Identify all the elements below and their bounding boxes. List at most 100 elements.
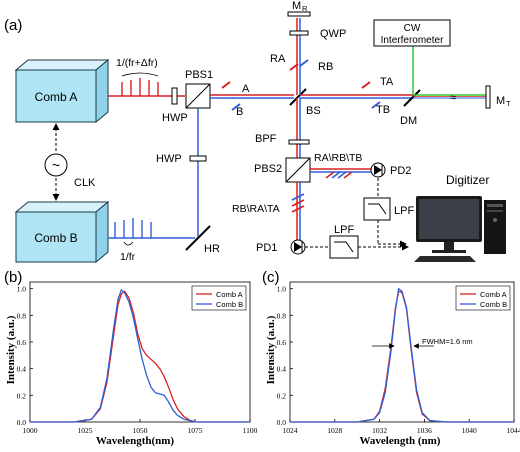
chart-c-ytick-label: 1.0	[277, 285, 287, 294]
chart-c-xlabel: Wavelength (nm)	[360, 435, 441, 447]
comb-a-pulses	[121, 78, 159, 96]
chart-c-label: (c)	[262, 269, 280, 286]
pd1-label: PD1	[256, 242, 277, 254]
b-label: B	[236, 106, 243, 118]
rb-label: RB	[318, 61, 333, 73]
period-b-label: 1/fr	[120, 251, 136, 263]
chart-b-legend	[191, 285, 247, 311]
hwp-left-label: HWP	[156, 153, 182, 165]
dm-label: DM	[400, 115, 417, 127]
pbs1-label: PBS1	[185, 69, 213, 81]
ra-label: RA	[270, 53, 286, 65]
chart-b-xtick-label: 1000	[23, 426, 38, 435]
cw-interferometer	[373, 19, 451, 47]
chart-c-ytick-label: 0.2	[277, 391, 287, 400]
qwp-label: QWP	[320, 28, 346, 40]
a-label: A	[242, 83, 250, 95]
chart-b-xtick-label: 1100	[243, 426, 258, 435]
lpf2: LPF	[363, 197, 414, 221]
chart-c-xtick-label: 1032	[372, 426, 387, 435]
chart-b-series-comb-a	[30, 290, 250, 423]
tb-label: TB	[376, 104, 390, 116]
chart-c-xtick-label: 1028	[327, 426, 342, 435]
cw-label-1: CW	[404, 23, 421, 34]
comb-a-label: Comb A	[35, 90, 78, 104]
dm	[403, 89, 421, 107]
mr-label: M	[292, 0, 301, 12]
ta-label: TA	[380, 76, 394, 88]
mt-label: M	[496, 95, 505, 107]
bpf	[288, 139, 310, 145]
chart-c-legend-entry: Comb B	[480, 300, 507, 309]
chart-c-ylabel: Intensity (a.u.)	[265, 315, 277, 384]
chart-c: (c) Intensity (a.u.) Wavelength (nm) 102…	[262, 269, 520, 447]
hwp-left	[189, 155, 207, 162]
chart-b-xtick-label: 1025	[78, 426, 93, 435]
chart-b-xtick-label: 1050	[133, 426, 148, 435]
chart-c-legend	[455, 285, 511, 311]
chart-c-legend-entry: Comb A	[480, 290, 507, 299]
hwp-top	[171, 87, 178, 105]
chart-c-xtick-label: 1044	[507, 426, 520, 435]
out-left-label: RB\RA\TA	[232, 203, 280, 215]
digitizer-computer: Digitizer	[414, 173, 506, 262]
chart-b-ytick-label: 0.4	[17, 365, 27, 374]
qwp	[289, 30, 309, 36]
mr-sub: R	[302, 4, 308, 13]
chart-b-ytick-label: 0.2	[17, 391, 27, 400]
pbs1: PBS1	[185, 69, 213, 109]
chart-b-legend-entry: Comb B	[216, 300, 243, 309]
panel-a: (a) Comb A Comb B ~ CLK	[4, 0, 511, 264]
chart-c-series-comb-b	[290, 287, 514, 423]
chart-b-ytick-label: 0.8	[17, 311, 27, 320]
cw-label-2: Interferometer	[381, 35, 444, 46]
clk: ~ CLK	[44, 123, 96, 201]
chart-c-ytick-label: 0.8	[277, 311, 287, 320]
chart-c-xtick-label: 1024	[283, 426, 298, 435]
mr-mirror	[287, 11, 311, 17]
bs	[289, 88, 307, 106]
chart-b-ylabel: Intensity (a.u.)	[5, 315, 17, 384]
chart-b-axes: 1000 1025 1050 1075 1100 0.0 0.2 0.4 0.6 0.8 1.0Co…	[17, 281, 258, 435]
fwhm-annotation: FWHM=1.6 nm	[422, 337, 473, 346]
pd2: PD2	[370, 162, 411, 178]
svg-text:~: ~	[52, 157, 60, 173]
pbs2: PBS2	[254, 157, 311, 183]
chart-c-frame	[289, 281, 515, 423]
period-a-label: 1/(fr+Δfr)	[116, 57, 158, 69]
lpf1: LPF	[329, 224, 359, 259]
chart-b-ytick-label: 1.0	[17, 285, 27, 294]
mt-mirror	[485, 85, 491, 109]
hwp-top-label: HWP	[162, 112, 188, 124]
chart-c-ytick-label: 0.4	[277, 365, 287, 374]
pd2-label: PD2	[390, 165, 411, 177]
panel-a-label: (a)	[4, 17, 22, 34]
hr-label: HR	[204, 243, 220, 255]
hr-mirror	[185, 225, 211, 251]
pbs2-label: PBS2	[254, 163, 282, 175]
pd1: PD1	[256, 239, 306, 255]
chart-b-legend-entry: Comb A	[216, 290, 243, 299]
lpf2-label: LPF	[394, 205, 414, 217]
chart-c-xtick-label: 1036	[417, 426, 432, 435]
svg-text:≈: ≈	[450, 92, 456, 104]
mt-sub: T	[506, 99, 511, 108]
chart-b-series-comb-b	[30, 288, 250, 423]
bpf-label: BPF	[255, 133, 277, 145]
chart-b: (b) Intensity (a.u.) Wavelength(nm) 1000…	[4, 269, 258, 447]
chart-b-ytick-label: 0.6	[17, 338, 27, 347]
out-top-label: RA\RB\TB	[314, 152, 362, 164]
bs-label: BS	[306, 105, 321, 117]
comb-a-box: Comb A	[14, 58, 110, 124]
comb-b-pulses	[114, 218, 152, 238]
chart-c-xtick-label: 1040	[462, 426, 477, 435]
comb-b-label: Comb B	[34, 231, 77, 245]
chart-b-ytick-label: 0.0	[17, 418, 27, 427]
chart-b-xtick-label: 1075	[188, 426, 203, 435]
chart-c-ytick-label: 0.6	[277, 338, 287, 347]
clk-label: CLK	[74, 177, 96, 189]
lpf1-label: LPF	[334, 224, 354, 236]
chart-b-xlabel: Wavelength(nm)	[96, 435, 175, 447]
